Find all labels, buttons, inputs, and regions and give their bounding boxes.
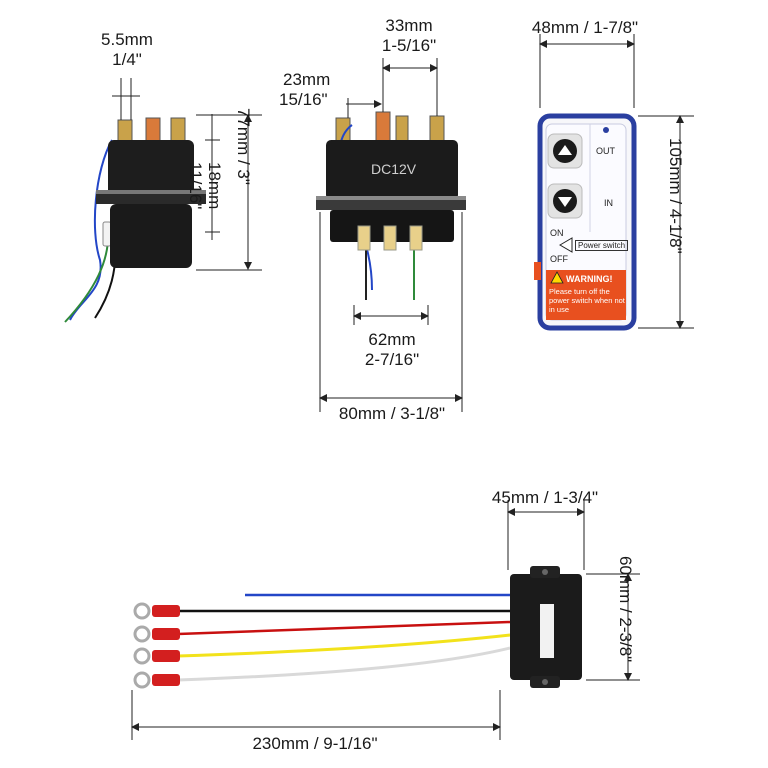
remote-on-label: ON: [550, 228, 564, 238]
solenoid-front-view: DC12V: [316, 111, 466, 300]
mount-width-in: 2-7/16": [364, 350, 420, 369]
remote-width-label: 48mm / 1-7/8": [531, 18, 639, 37]
remote-off-label: OFF: [550, 254, 568, 264]
receiver-with-cables: [133, 566, 582, 689]
receiver-width-label: 45mm / 1-3/4": [491, 488, 599, 507]
body-width-label: 80mm / 3-1/8": [338, 404, 446, 423]
receiver-height-label: 60mm / 2-3/8": [616, 556, 635, 662]
remote-height-label: 105mm / 4-1/8": [666, 138, 685, 254]
voltage-label: DC12V: [371, 161, 417, 177]
remote-out-label: OUT: [596, 146, 615, 156]
remote-dimensions: 105mm / 4-1/8": [539, 34, 694, 329]
terminal-gap-in: 15/16": [279, 90, 328, 109]
solenoid-side-view: [64, 117, 206, 323]
terminal-width-in: 1/4": [112, 50, 142, 69]
wireless-remote: [534, 113, 637, 331]
terminal-span-in: 1-5/16": [381, 36, 437, 55]
terminal-gap-mm: 23mm: [283, 70, 331, 89]
terminal-span-mm: 33mm: [385, 16, 433, 35]
height-dimension-label: 77mm / 3": [234, 108, 253, 185]
power-switch-label: Power switch: [575, 240, 629, 251]
warning-text: Please turn off the power switch when no…: [549, 287, 625, 314]
cable-length-label: 230mm / 9-1/16": [252, 734, 378, 753]
mount-width-mm: 62mm: [368, 330, 416, 349]
base-height-mm: 18mm: [205, 162, 224, 210]
solenoid-side-dimensions: 77mm / 3": [112, 78, 262, 271]
solenoid-front-dimensions: [319, 58, 463, 412]
warning-title: WARNING!: [566, 274, 613, 284]
terminal-width-mm: 5.5mm: [101, 30, 153, 49]
remote-in-label: IN: [604, 198, 613, 208]
base-height-in: 11/16": [186, 162, 205, 210]
receiver-dimensions: 60mm / 2-3/8": [131, 500, 640, 740]
